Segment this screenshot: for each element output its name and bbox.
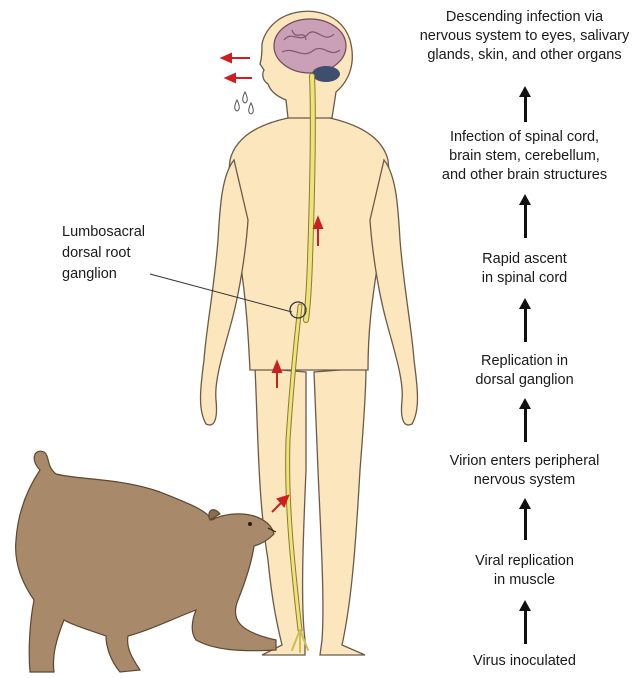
step-muscle-replication: Viral replication in muscle: [405, 552, 644, 590]
pathogenesis-steps: Descending infection via nervous system …: [405, 0, 644, 678]
dog-illustration: [16, 451, 276, 672]
up-arrow-icon: [521, 298, 529, 342]
right-leg: [314, 368, 366, 655]
up-arrow-icon: [521, 600, 529, 644]
step-enters-pns: Virion enters peripheral nervous system: [405, 452, 644, 490]
ganglion-label: Lumbosacral dorsal root ganglion: [62, 222, 145, 285]
step-rapid-ascent: Rapid ascent in spinal cord: [405, 250, 644, 288]
cerebellum: [312, 66, 340, 82]
up-arrow-icon: [521, 86, 529, 122]
up-arrow-icon: [521, 398, 529, 442]
up-arrow-icon: [521, 194, 529, 238]
step-cns-infection: Infection of spinal cord, brain stem, ce…: [405, 128, 644, 185]
left-arm: [201, 160, 249, 425]
up-arrow-icon: [521, 498, 529, 540]
step-virus-inoculated: Virus inoculated: [405, 652, 644, 671]
step-descending-infection: Descending infection via nervous system …: [405, 8, 644, 65]
step-ganglion-replication: Replication in dorsal ganglion: [405, 352, 644, 390]
saliva-drops: [235, 92, 254, 114]
